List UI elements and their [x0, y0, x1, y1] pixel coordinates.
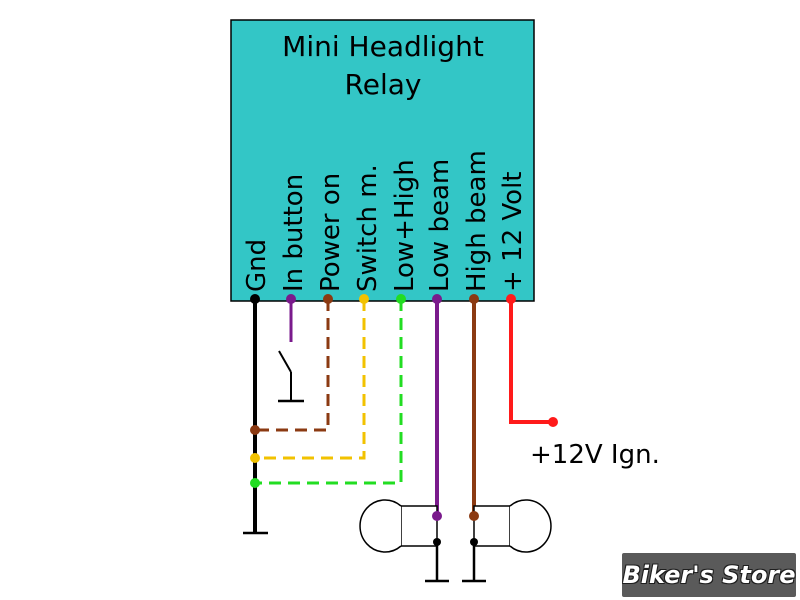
terminal-dot-low-beam [432, 294, 442, 304]
wire-low-high [255, 299, 403, 485]
terminal-dot-12-volt [506, 294, 516, 304]
terminal-label-gnd: Gnd [242, 239, 272, 292]
terminal-dot-switch-m [359, 294, 369, 304]
terminal-dot-high-beam [469, 294, 479, 304]
terminal-label-power-on: Power on [316, 173, 346, 292]
lamp-dot-high-beam [469, 511, 479, 521]
junction-dot-switch-m [250, 453, 260, 463]
wire-12-volt [509, 299, 553, 424]
relay-box [230, 19, 535, 302]
terminal-label-low-beam: Low beam [425, 159, 455, 292]
lamp-ground-dot-low [433, 538, 441, 546]
terminal-dot-gnd [250, 294, 260, 304]
wire-power-on [255, 299, 330, 432]
switch-lever [278, 350, 292, 373]
terminal-label-12-volt: + 12 Volt [498, 172, 528, 293]
terminal-label-high-beam: High beam [462, 150, 492, 292]
watermark-logo: Biker's Store [622, 553, 796, 597]
terminal-dot-power-on [323, 294, 333, 304]
relay-title-line2: Relay [345, 68, 422, 101]
junction-dot-power-on [250, 425, 260, 435]
junction-dot-low-high [250, 478, 260, 488]
terminal-label-switch-m: Switch m. [353, 164, 383, 292]
wire-switch-m [255, 299, 366, 460]
lamp-dot-low-beam [432, 511, 442, 521]
terminal-dot-low-high [396, 294, 406, 304]
ignition-label: +12V Ign. [530, 440, 660, 470]
lamp-low-beam [359, 499, 438, 553]
terminal-label-in-button: In button [279, 174, 309, 292]
terminal-label-low-high: Low+High [390, 159, 420, 292]
terminal-dot-in-button [286, 294, 296, 304]
relay-title-line1: Mini Headlight [282, 30, 484, 63]
lamp-ground-dot-high [470, 538, 478, 546]
lamp-high-beam [473, 499, 552, 553]
watermark-text: Biker's Store [622, 561, 796, 589]
ignition-dot [548, 417, 558, 427]
